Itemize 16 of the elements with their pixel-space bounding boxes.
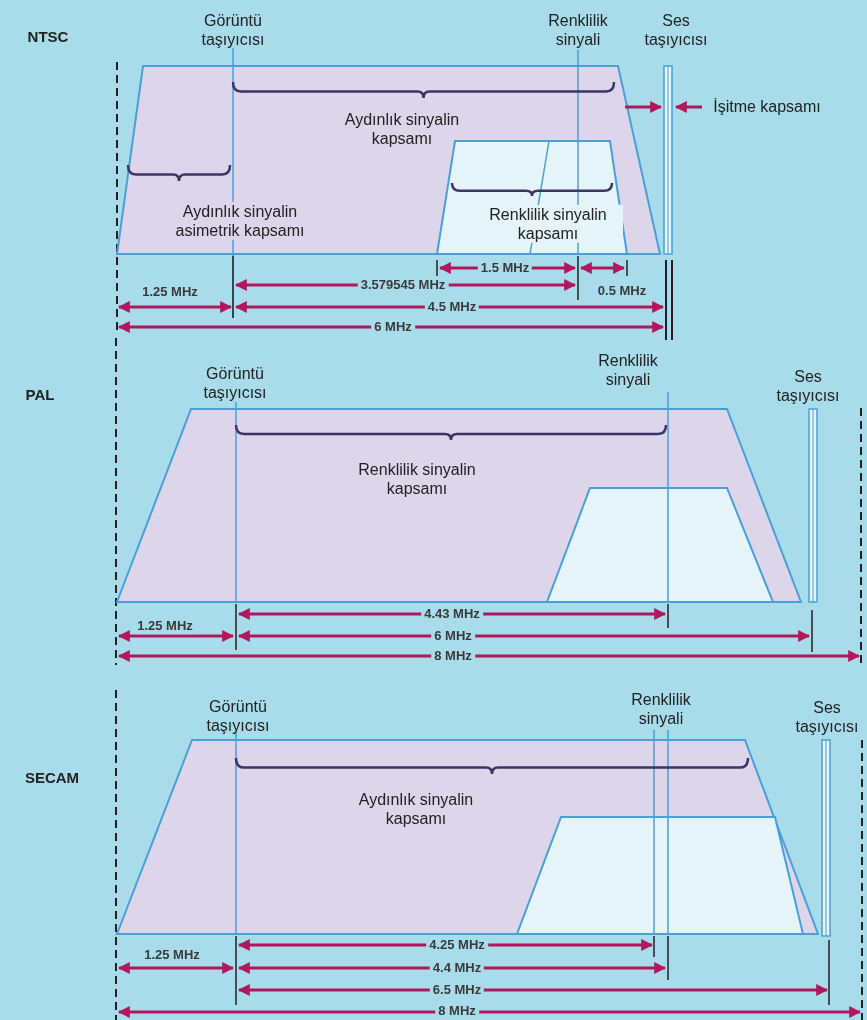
carrier-label: Renklilik sinyali (547, 10, 609, 50)
annotation: İşitme kapsamı (713, 97, 821, 117)
band-label: Renklilik sinyalin kapsamı (357, 459, 477, 499)
carrier-label: Görüntü taşıyıcısı (200, 10, 266, 50)
system-name: NTSC (27, 28, 69, 46)
band-label: Aydınlık sinyalin kapsamı (343, 109, 461, 149)
carrier-label: Ses taşıyıcısı (794, 697, 860, 737)
carrier-label: Renklilik sinyali (630, 689, 692, 729)
system-name: SECAM (24, 769, 80, 787)
band-label: Aydınlık sinyalin kapsamı (357, 789, 475, 829)
carrier-label: Ses taşıyıcısı (775, 366, 841, 406)
system-name: PAL (25, 386, 55, 404)
carrier-label: Ses taşıyıcısı (643, 10, 709, 50)
carrier-label: Renklilik sinyali (597, 350, 659, 390)
carrier-label: Görüntü taşıyıcısı (202, 363, 268, 403)
carrier-label: Görüntü taşıyıcısı (205, 696, 271, 736)
